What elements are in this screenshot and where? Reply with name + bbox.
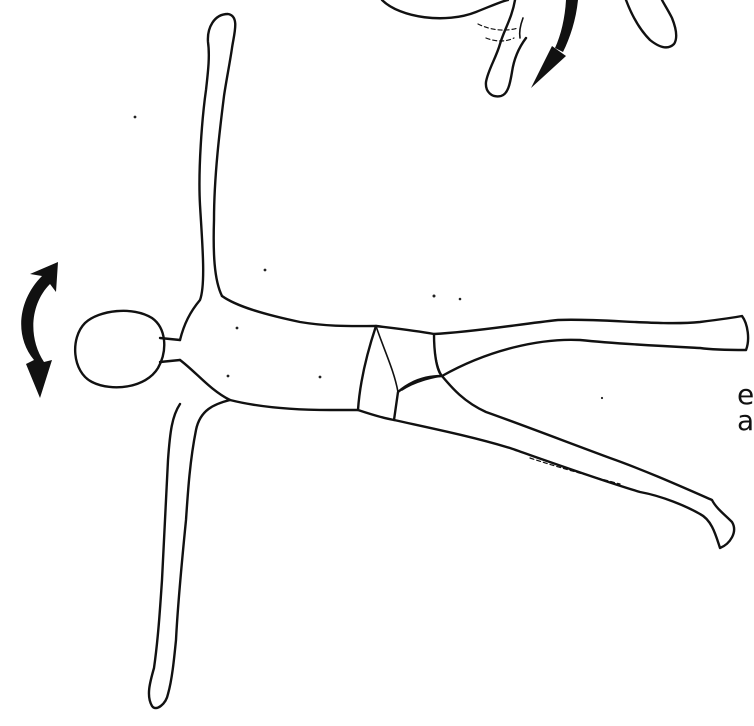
- lying-figure: [75, 14, 748, 708]
- curved-arrow-left: [21, 262, 58, 398]
- figure-lower-leg: [394, 376, 734, 548]
- figure-lower-arm: [149, 400, 230, 708]
- figure-upper-leg: [434, 316, 748, 376]
- curved-arrow-top: [531, 0, 578, 88]
- top-figure-fragment: [382, 0, 676, 96]
- edge-handwriting-fragment: e a: [737, 382, 754, 446]
- figure-briefs: [358, 326, 442, 420]
- figure-head: [75, 311, 164, 387]
- edge-text-line-2: a: [737, 408, 754, 434]
- figure-upper-arm: [180, 14, 235, 340]
